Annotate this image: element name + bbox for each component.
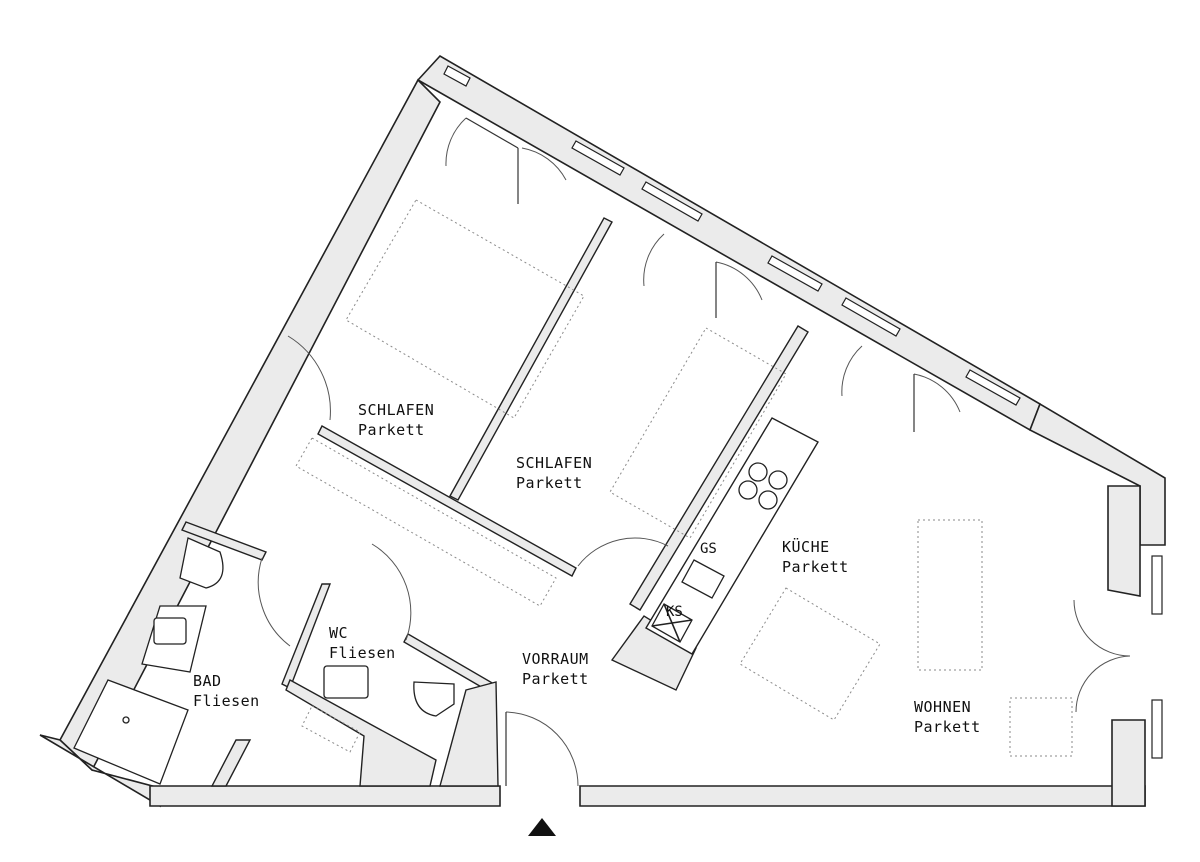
bedroom-living-divider	[629, 325, 809, 611]
room-floor-kitchen: Parkett	[782, 558, 849, 576]
door-arc-6	[913, 373, 961, 413]
wc-east-wall	[439, 681, 499, 787]
room-floor-bedroom-2: Parkett	[516, 474, 583, 492]
furniture	[295, 199, 1073, 757]
bath-toilet	[179, 537, 224, 589]
door-arc-12	[371, 543, 412, 641]
hob-ring-3	[738, 480, 758, 500]
fridge-label: KS	[666, 604, 683, 620]
entrance-door-arc	[505, 711, 579, 787]
shower-drain	[122, 716, 130, 724]
kitchen-sink	[681, 559, 725, 599]
room-name-wc: WC	[329, 624, 348, 642]
armchair	[1009, 697, 1073, 757]
wc-shelf	[301, 705, 361, 753]
sanitary-fixtures	[73, 537, 455, 785]
room-floor-hall: Parkett	[522, 670, 589, 688]
doors	[257, 117, 1131, 787]
south-wall-right	[579, 785, 1146, 807]
fridge-cross-2	[651, 619, 693, 627]
hob-ring-4	[758, 490, 778, 510]
sofa	[917, 519, 983, 671]
window-8	[1151, 699, 1163, 759]
window-7	[1151, 555, 1163, 615]
door-arc-8	[1075, 655, 1131, 713]
wc-bottom-wall	[285, 679, 437, 787]
south-wall-left	[149, 785, 501, 807]
room-name-living: WOHNEN	[914, 698, 971, 716]
room-name-bath: BAD	[193, 672, 222, 690]
bath-washbasin-bowl	[153, 617, 187, 645]
door-arc-7	[1073, 599, 1131, 657]
door-arc-9	[287, 335, 331, 421]
dishwasher-label: GS	[700, 541, 717, 557]
wc-toilet	[413, 681, 455, 717]
window-1	[443, 65, 471, 87]
bed-1	[345, 199, 585, 419]
room-labels: SCHLAFEN Parkett SCHLAFEN Parkett KÜCHE …	[193, 401, 981, 736]
room-floor-bedroom-1: Parkett	[358, 421, 425, 439]
corridor-wall	[317, 425, 577, 577]
door-arc-3	[643, 233, 665, 287]
door-arc-10	[577, 537, 669, 567]
window-5	[841, 297, 901, 337]
bed-2	[609, 327, 787, 539]
kitchen-counter	[645, 417, 819, 655]
bath-lower-wall	[210, 739, 252, 787]
east-wall-pier	[1107, 485, 1141, 597]
triangle-icon	[528, 818, 556, 836]
room-name-kitchen: KÜCHE	[782, 537, 830, 556]
door-arc-5	[841, 345, 863, 397]
room-floor-wc: Fliesen	[329, 644, 396, 662]
partitions	[181, 217, 809, 787]
window-4	[767, 255, 823, 292]
dining-table	[739, 587, 881, 721]
window-6	[965, 369, 1021, 406]
east-corner-wall	[1028, 402, 1166, 546]
door-arc-1	[445, 117, 467, 167]
northeast-wall	[416, 54, 1041, 432]
hob-ring-1	[748, 462, 768, 482]
hob-ring-2	[768, 470, 788, 490]
room-floor-bath: Fliesen	[193, 692, 260, 710]
window-2	[571, 140, 625, 176]
room-name-bedroom-1: SCHLAFEN	[358, 401, 434, 419]
door-arc-2	[521, 147, 567, 181]
bath-top-wall	[181, 521, 267, 561]
shower-tray	[73, 679, 189, 785]
door-arc-11	[257, 557, 291, 647]
door-leaf-1	[465, 117, 519, 149]
room-floor-living: Parkett	[914, 718, 981, 736]
bath-wc-wall	[281, 583, 332, 689]
east-wall-lower	[1111, 719, 1146, 807]
bedroom-divider	[449, 217, 613, 501]
room-name-bedroom-2: SCHLAFEN	[516, 454, 592, 472]
wardrobe-1	[295, 437, 557, 607]
wc-washbasin	[323, 665, 369, 699]
door-arc-4	[715, 261, 763, 301]
windows	[443, 65, 1163, 759]
room-name-hall: VORRAUM	[522, 650, 589, 668]
window-3	[641, 181, 703, 222]
